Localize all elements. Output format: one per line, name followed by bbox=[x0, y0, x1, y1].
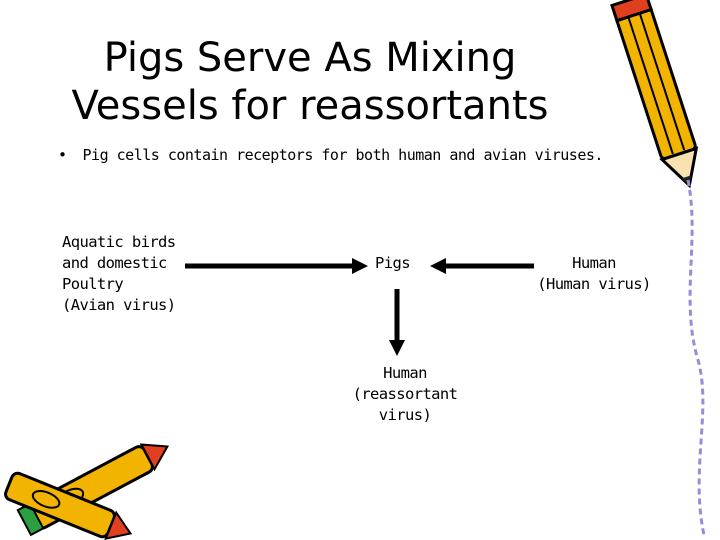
reassort-line-1: Human bbox=[383, 364, 427, 382]
node-pigs: Pigs bbox=[375, 254, 411, 272]
arrow-pigs-to-reassortant bbox=[389, 289, 405, 356]
node-human-source: Human (Human virus) bbox=[534, 253, 654, 295]
human-line-2: (Human virus) bbox=[537, 275, 651, 293]
bullet-point: • Pig cells contain receptors for both hu… bbox=[58, 146, 603, 164]
slide-title: Pigs Serve As Mixing Vessels for reassor… bbox=[40, 34, 580, 130]
human-line-1: Human bbox=[572, 254, 616, 272]
title-line-2: Vessels for reassortants bbox=[71, 83, 549, 129]
bullet-text: Pig cells contain receptors for both hum… bbox=[82, 146, 604, 164]
node-avian-source: Aquatic birds and domestic Poultry (Avia… bbox=[62, 232, 176, 316]
pencil-top-right bbox=[610, 0, 699, 189]
crayon-bottom-left-2 bbox=[4, 471, 133, 540]
avian-line-4: (Avian virus) bbox=[62, 296, 176, 314]
reassort-line-3: virus) bbox=[378, 406, 432, 424]
avian-line-3: Poultry bbox=[62, 275, 124, 293]
reassort-line-2: (reassortant bbox=[352, 385, 458, 403]
arrow-human-to-pigs bbox=[430, 258, 534, 274]
avian-line-2: and domestic bbox=[62, 254, 167, 272]
avian-line-1: Aquatic birds bbox=[62, 233, 176, 251]
title-line-1: Pigs Serve As Mixing bbox=[103, 35, 517, 81]
node-reassortant: Human (reassortant virus) bbox=[350, 363, 460, 426]
arrow-avian-to-pigs bbox=[185, 258, 368, 274]
bullet-marker: • bbox=[58, 146, 67, 164]
decorative-squiggle bbox=[686, 179, 706, 536]
